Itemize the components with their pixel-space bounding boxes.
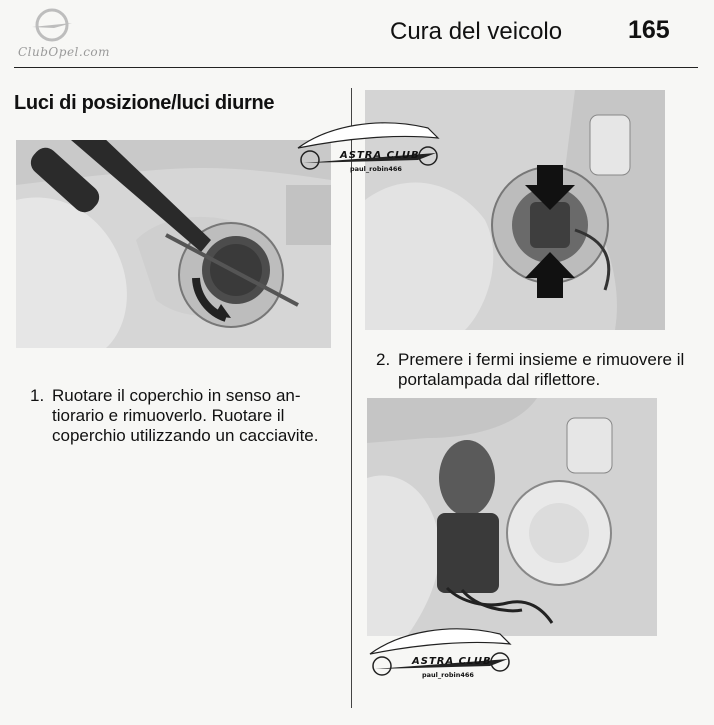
step-2-number: 2.: [376, 350, 391, 369]
step-1: 1. Ruotare il coperchio in senso an­tior…: [30, 386, 330, 446]
section-title: Cura del veicolo: [390, 18, 563, 45]
brand-text: ClubOpel.com: [18, 45, 111, 59]
column-divider: [351, 88, 352, 708]
step-2-text: Premere i fermi insieme e rimuo­vere il …: [398, 350, 685, 389]
watermark-club-text: ASTRA CLUB: [340, 150, 420, 161]
astra-club-watermark: ASTRA CLUB paul_robin466: [288, 108, 448, 178]
watermark-user-text: paul_robin466: [422, 671, 474, 679]
watermark-club-text: ASTRA CLUB: [412, 656, 492, 667]
page-number: 165: [628, 16, 670, 44]
astra-club-watermark: ASTRA CLUB paul_robin466: [360, 614, 520, 684]
header-rule: [14, 67, 698, 68]
step-2: 2. Premere i fermi insieme e rimuo­vere …: [376, 350, 696, 390]
photo-cap-removal: [16, 140, 331, 348]
step-1-number: 1.: [30, 386, 45, 405]
watermark-user-text: paul_robin466: [350, 165, 402, 173]
clubopel-logo: ClubOpel.com: [14, 6, 114, 64]
article-heading: Luci di posizione/luci diurne: [14, 92, 275, 114]
photo-bulb-holder: [367, 398, 657, 636]
step-1-text: Ruotare il coperchio in senso an­tiorari…: [52, 386, 319, 445]
